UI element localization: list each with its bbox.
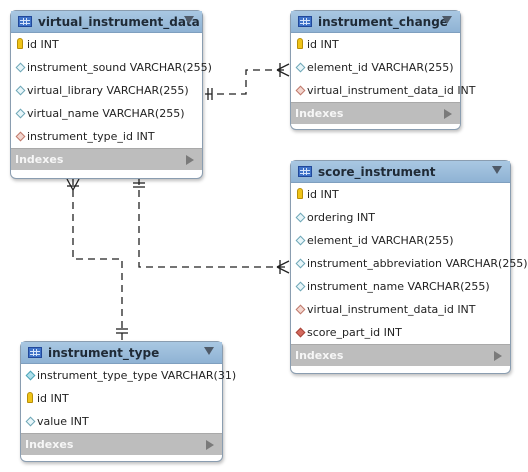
column-label: instrument_name VARCHAR(255): [307, 280, 490, 293]
table-icon: [28, 347, 42, 358]
column-row[interactable]: virtual_library VARCHAR(255): [11, 79, 202, 102]
collapse-arrow-icon[interactable]: [442, 16, 452, 24]
column-label: virtual_name VARCHAR(255): [27, 107, 185, 120]
table-header[interactable]: score_instrument: [291, 161, 510, 183]
indexes-bar[interactable]: Indexes: [291, 344, 510, 366]
column-row[interactable]: instrument_type_type VARCHAR(31): [21, 364, 236, 387]
indexes-label: Indexes: [15, 153, 64, 166]
column-row[interactable]: score_part_id INT: [291, 321, 510, 344]
indexes-label: Indexes: [25, 438, 74, 451]
column-icon: [295, 212, 306, 223]
collapse-arrow-icon[interactable]: [492, 166, 502, 174]
expand-arrow-icon[interactable]: [186, 155, 194, 165]
column-row[interactable]: element_id VARCHAR(255): [291, 229, 510, 252]
column-label: score_part_id INT: [307, 326, 402, 339]
primary-key-icon: [297, 38, 303, 49]
column-label: id INT: [27, 38, 59, 51]
table-title: score_instrument: [318, 165, 436, 179]
column-icon: [15, 85, 26, 96]
column-icon: [25, 416, 36, 427]
indexes-bar[interactable]: Indexes: [21, 433, 222, 455]
expand-arrow-icon[interactable]: [444, 109, 452, 119]
foreign-key-icon: [295, 304, 306, 315]
primary-key-icon: [297, 188, 303, 199]
column-notnull-icon: [25, 370, 36, 381]
table-score-instrument[interactable]: score_instrument id INT ordering INT ele…: [290, 160, 528, 374]
column-icon: [15, 108, 26, 119]
table-instrument-type[interactable]: instrument_type instrument_type_type VAR…: [20, 341, 236, 462]
column-label: id INT: [307, 188, 339, 201]
foreign-key-icon: [295, 85, 306, 96]
indexes-bar[interactable]: Indexes: [11, 148, 202, 170]
rel-vid-instrument-type: [72, 178, 123, 341]
foreign-key-icon: [15, 131, 26, 142]
table-icon: [298, 166, 312, 177]
column-label: instrument_sound VARCHAR(255): [27, 61, 212, 74]
table-header[interactable]: instrument_type: [21, 342, 222, 364]
column-row[interactable]: instrument_abbreviation VARCHAR(255): [291, 252, 528, 275]
column-row[interactable]: instrument_type_id INT: [11, 125, 202, 148]
column-icon: [15, 62, 26, 73]
column-label: instrument_type_id INT: [27, 130, 155, 143]
column-row[interactable]: element_id VARCHAR(255): [291, 56, 460, 79]
column-row[interactable]: virtual_name VARCHAR(255): [11, 102, 202, 125]
table-title: virtual_instrument_data: [38, 15, 200, 29]
column-label: element_id VARCHAR(255): [307, 61, 454, 74]
table-header[interactable]: instrument_change: [291, 11, 460, 33]
rel-vid-instrument-change: [205, 69, 289, 95]
column-row[interactable]: instrument_name VARCHAR(255): [291, 275, 510, 298]
table-icon: [298, 16, 312, 27]
rel-vid-score-instrument: [138, 178, 289, 268]
column-label: virtual_instrument_data_id INT: [307, 303, 476, 316]
column-label: ordering INT: [307, 211, 376, 224]
column-row[interactable]: virtual_instrument_data_id INT: [291, 79, 476, 102]
primary-key-icon: [17, 38, 23, 49]
column-row[interactable]: id INT: [291, 183, 510, 206]
column-icon: [295, 235, 306, 246]
table-virtual-instrument-data[interactable]: virtual_instrument_data id INT instrumen…: [10, 10, 212, 179]
column-icon: [295, 258, 306, 269]
foreign-key-notnull-icon: [295, 327, 306, 338]
column-row[interactable]: id INT: [21, 387, 222, 410]
collapse-arrow-icon[interactable]: [184, 16, 194, 24]
table-title: instrument_change: [318, 15, 448, 29]
indexes-label: Indexes: [295, 349, 344, 362]
expand-arrow-icon[interactable]: [206, 440, 214, 450]
column-label: element_id VARCHAR(255): [307, 234, 454, 247]
column-row[interactable]: instrument_sound VARCHAR(255): [11, 56, 212, 79]
indexes-bar[interactable]: Indexes: [291, 102, 460, 124]
column-label: value INT: [37, 415, 89, 428]
indexes-label: Indexes: [295, 107, 344, 120]
primary-key-icon: [27, 392, 33, 403]
column-row[interactable]: id INT: [11, 33, 202, 56]
column-label: id INT: [37, 392, 69, 405]
table-header[interactable]: virtual_instrument_data: [11, 11, 202, 33]
column-row[interactable]: value INT: [21, 410, 222, 433]
table-instrument-change[interactable]: instrument_change id INT element_id VARC…: [290, 10, 476, 130]
column-icon: [295, 281, 306, 292]
table-icon: [18, 16, 32, 27]
column-label: instrument_abbreviation VARCHAR(255): [307, 257, 528, 270]
expand-arrow-icon[interactable]: [494, 351, 502, 361]
column-label: id INT: [307, 38, 339, 51]
collapse-arrow-icon[interactable]: [204, 347, 214, 355]
table-title: instrument_type: [48, 346, 160, 360]
column-row[interactable]: id INT: [291, 33, 460, 56]
column-label: instrument_type_type VARCHAR(31): [37, 369, 237, 382]
column-row[interactable]: virtual_instrument_data_id INT: [291, 298, 510, 321]
column-row[interactable]: ordering INT: [291, 206, 510, 229]
column-label: virtual_instrument_data_id INT: [307, 84, 476, 97]
column-label: virtual_library VARCHAR(255): [27, 84, 189, 97]
column-icon: [295, 62, 306, 73]
